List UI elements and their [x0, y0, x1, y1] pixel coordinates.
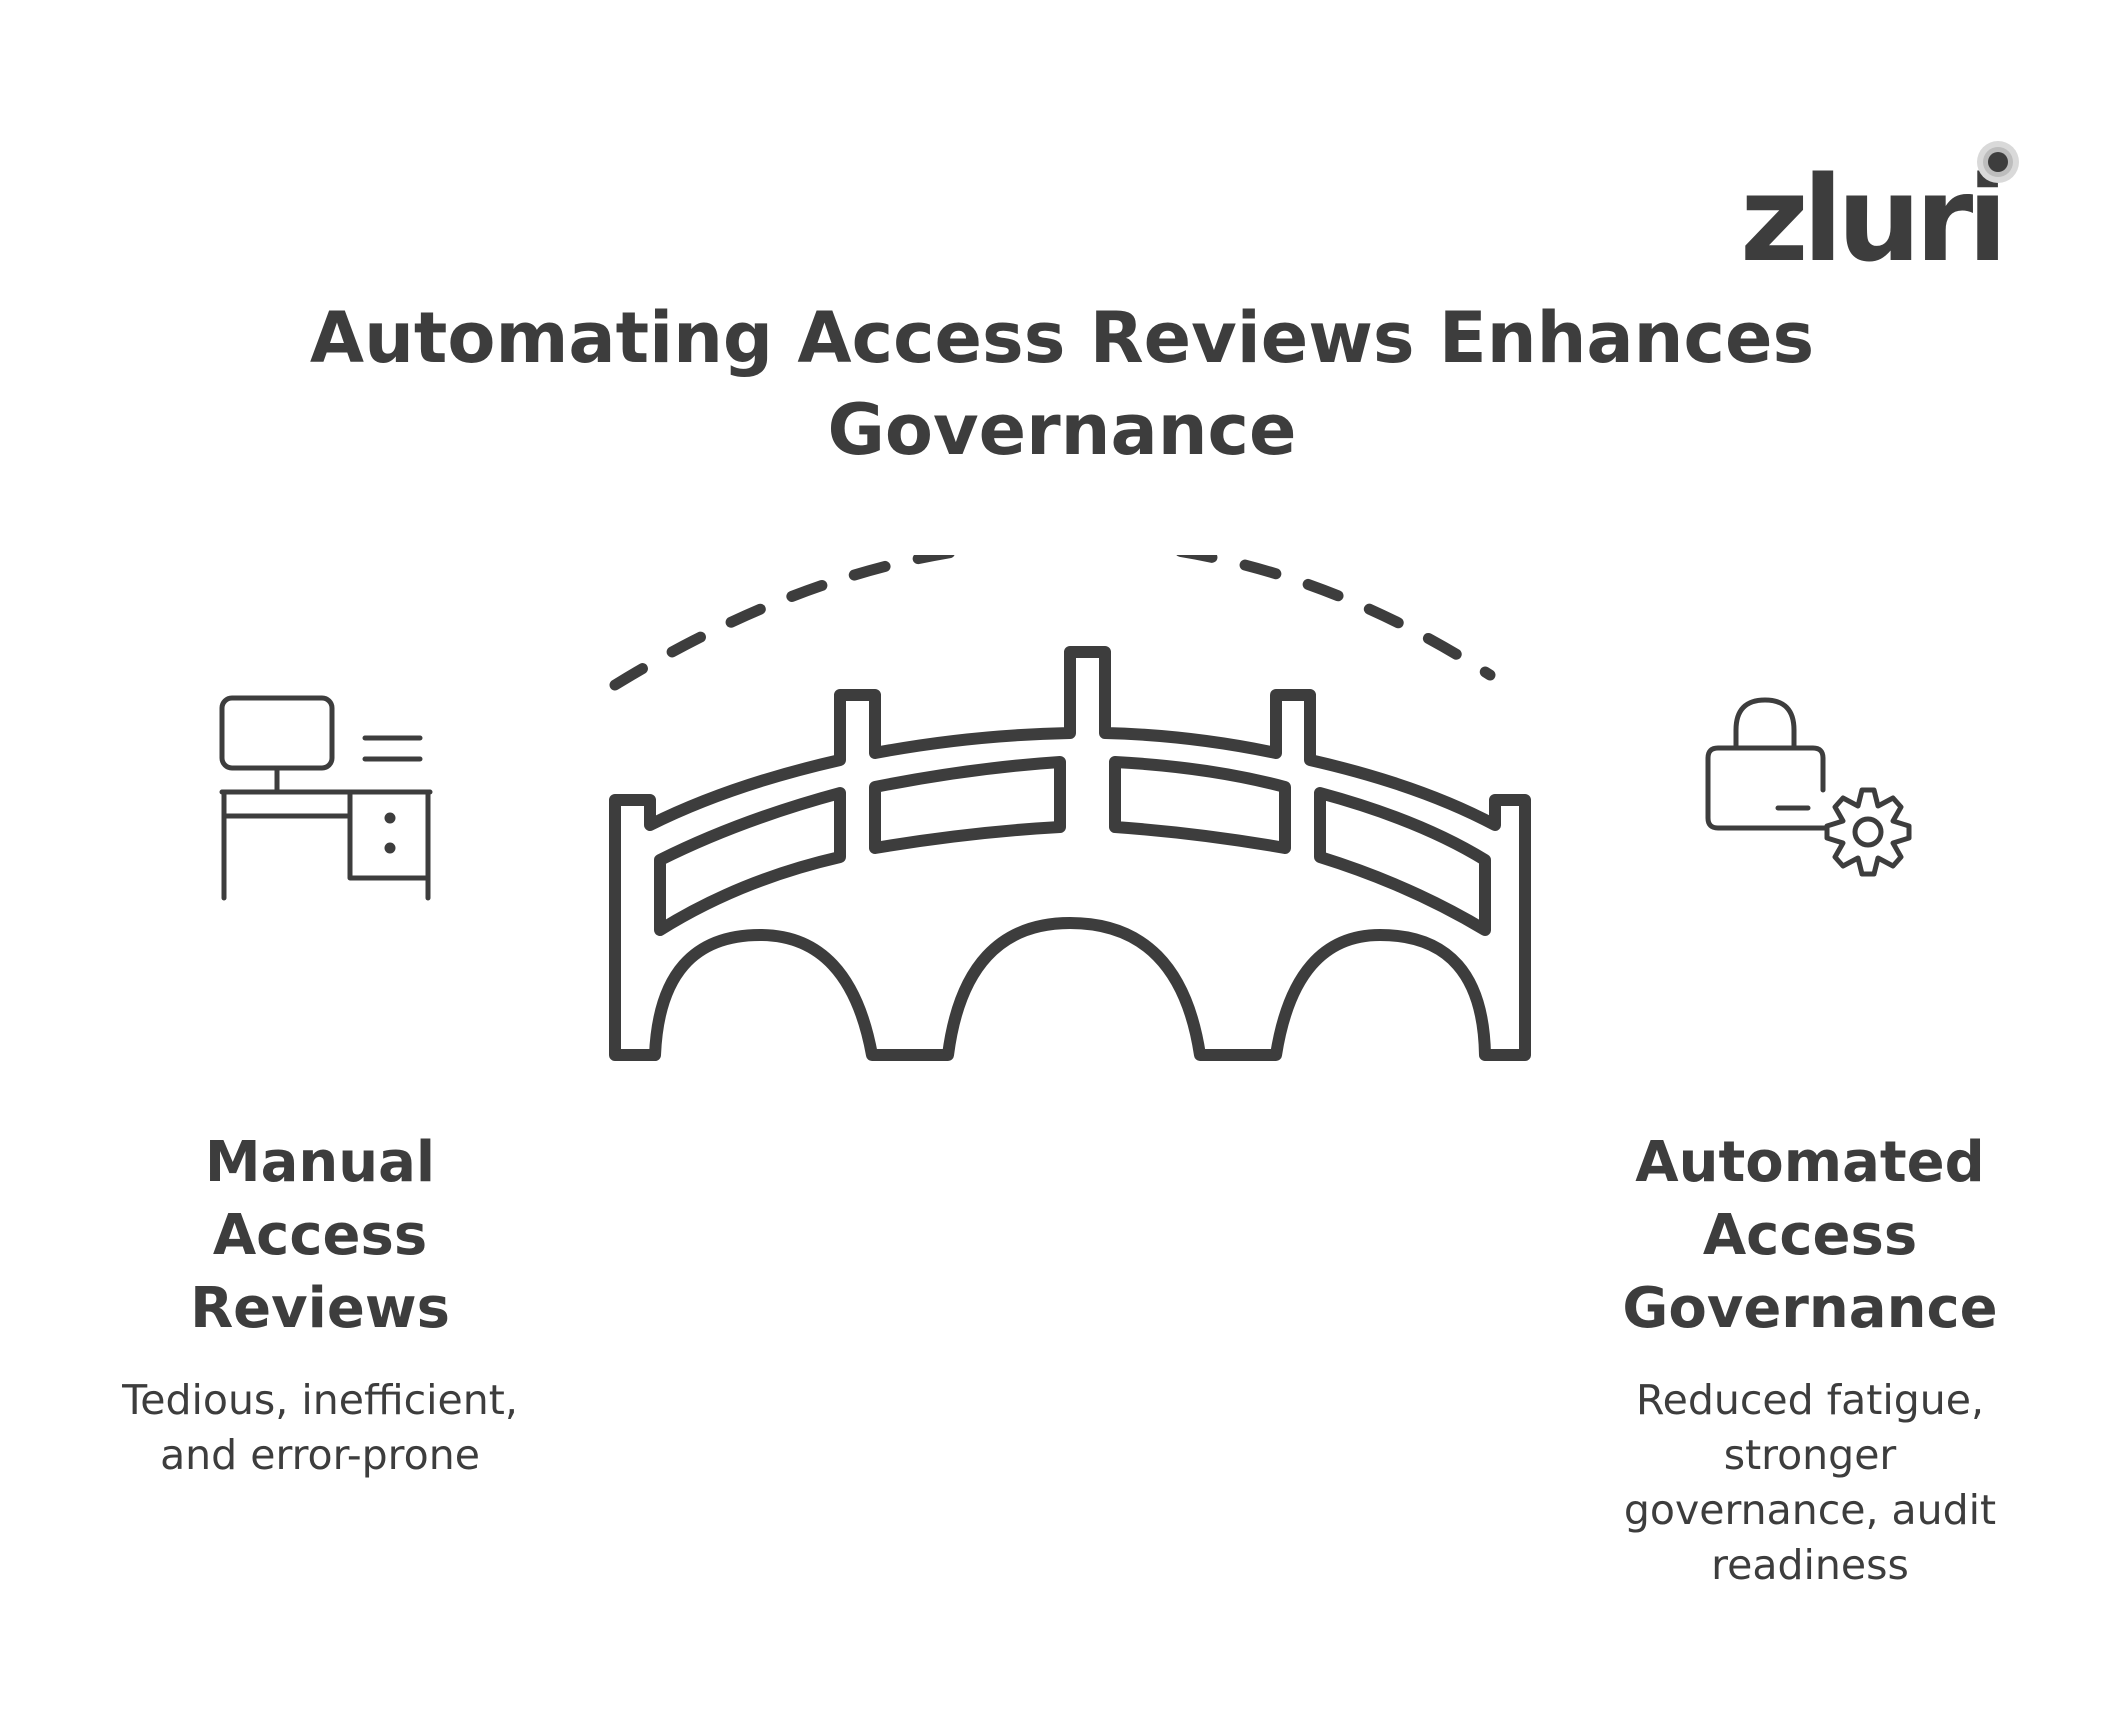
- lock-gear-icon: [1705, 697, 1912, 877]
- automated-access-governance-block: Automated Access Governance Reduced fati…: [1550, 1126, 2070, 1593]
- manual-access-reviews-description: Tedious, inefficient, and error-prone: [122, 1376, 518, 1479]
- automated-access-governance-description: Reduced fatigue, stronger governance, au…: [1623, 1376, 1997, 1589]
- zluri-logo: zluri: [1740, 130, 2040, 290]
- logo-text: zluri: [1740, 150, 2008, 288]
- manual-access-reviews-heading: Manual Access Reviews: [190, 1130, 450, 1341]
- page-title: Automating Access Reviews Enhances Gover…: [309, 297, 1815, 471]
- bridge-icon: [609, 555, 1531, 1061]
- desk-computer-icon: [219, 695, 433, 901]
- automated-access-governance-heading: Automated Access Governance: [1622, 1130, 1998, 1341]
- logo-dot-icon: [1977, 141, 2019, 183]
- manual-access-reviews-block: Manual Access Reviews Tedious, inefficie…: [60, 1126, 580, 1483]
